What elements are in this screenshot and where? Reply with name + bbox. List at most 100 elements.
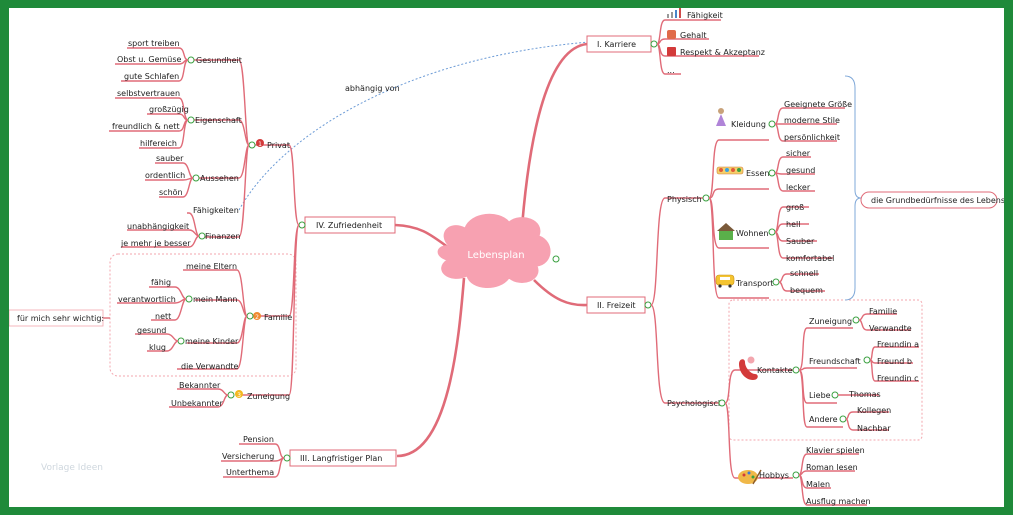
zuneigung-privat-item-0: Bekannter [179, 381, 221, 390]
andere-label: Andere [809, 415, 838, 424]
freizeit-collapse-dot[interactable] [644, 301, 652, 309]
gesundheit-item-1: Obst u. Gemüse [117, 55, 182, 64]
kinder-item-0: gesund [137, 326, 166, 335]
zufriedenheit-collapse-dot[interactable] [298, 221, 306, 229]
kinder-edge-1 [147, 340, 179, 352]
zuneigung-kontakte-item-0: Familie [869, 307, 897, 316]
psychologisch-collapse-dot[interactable] [718, 399, 726, 407]
aussehen-item-2: schön [159, 188, 183, 197]
wohnen-collapse-dot[interactable] [768, 228, 776, 236]
branch-freizeit [533, 279, 588, 307]
physisch-collapse-dot[interactable] [702, 194, 710, 202]
hobbys-edge-3 [798, 474, 867, 506]
mann-collapse-dot[interactable] [185, 295, 193, 303]
plan-collapse-dot[interactable] [283, 454, 291, 462]
bar-chart-icon [667, 8, 681, 18]
eigenschaft-item-3: hilfereich [140, 139, 177, 148]
kontakte-edge-andere [798, 369, 843, 428]
eigenschaft-label: Eigenschaft [195, 116, 242, 125]
finanzen-collapse-dot[interactable] [198, 232, 206, 240]
essen-collapse-dot[interactable] [768, 169, 776, 177]
freundschaft-label: Freundschaft [809, 357, 861, 366]
gesundheit-collapse-dot[interactable] [187, 56, 195, 64]
aussehen-item-1: ordentlich [145, 171, 185, 180]
privat-collapse-dot[interactable] [248, 141, 256, 149]
mann-item-1: verantwortlich [118, 295, 176, 304]
zuneigung-privat-item-1: Unbekannter [171, 399, 224, 408]
eigenschaft-item-0: selbstvertrauen [117, 89, 180, 98]
psycho-edge-hobbys [724, 402, 793, 479]
karriere-item-more: ... [667, 66, 675, 75]
hobbys-item-0: Klavier spielen [806, 446, 865, 455]
central-topic-label: Lebensplan [467, 250, 524, 261]
wohnen-item-3: komfortabel [786, 254, 834, 263]
andere-collapse-dot[interactable] [839, 415, 847, 423]
car-icon [715, 274, 735, 288]
familie-edge-verwandte [177, 315, 248, 370]
kontakte-label: Kontakte [757, 366, 793, 375]
karriere-item-gehalt: Gehalt [680, 31, 706, 40]
wohnen-label: Wohnen [736, 229, 768, 238]
central-collapse-dot[interactable] [552, 255, 560, 263]
physisch-edge-kleidung [708, 139, 769, 199]
familie-note[interactable] [9, 309, 104, 327]
mindmap-canvas: abhängig von Lebensplan I. Karriere Fähi… [9, 8, 1004, 507]
hobbys-item-2: Malen [806, 480, 830, 489]
kontakte-edge-freundschaft [798, 367, 857, 371]
kinder-edge-0 [135, 333, 179, 342]
kleidung-item-2: persönlichkeit [784, 133, 840, 142]
house-icon [717, 223, 735, 240]
plan-item-0: Pension [243, 435, 274, 444]
priority-badge-1-label: 1 [258, 141, 262, 148]
zufriedenheit-edge-familie [255, 224, 300, 317]
kinder-collapse-dot[interactable] [177, 337, 185, 345]
familie-collapse-dot[interactable] [246, 312, 254, 320]
karriere-item-respekt: Respekt & Akzeptanz [680, 48, 765, 57]
priority-badge-1 [256, 139, 264, 147]
kontakte-group-frame [728, 299, 923, 441]
kleidung-collapse-dot[interactable] [768, 120, 776, 128]
finanzen-item-1: unabhängigkeit [127, 222, 189, 231]
freundschaft-collapse-dot[interactable] [863, 356, 871, 364]
grundbeduerfnisse-note[interactable] [860, 191, 998, 209]
privat-edge-gesundheit [191, 59, 250, 146]
plan-edge-2 [223, 457, 285, 478]
zufriedenheit-edge-zuneigung [241, 224, 300, 396]
liebe-label: Liebe [809, 391, 831, 400]
eigenschaft-collapse-dot[interactable] [187, 116, 195, 124]
relation-label: abhängig von [345, 84, 400, 93]
eigenschaft-edge-3 [139, 119, 189, 149]
zuneigung-kontakte-collapse-dot[interactable] [852, 316, 860, 324]
freundschaft-item-2: Freundin c [877, 374, 919, 383]
liebe-collapse-dot[interactable] [831, 391, 839, 399]
kinder-label: meine Kinder [185, 337, 239, 346]
wohnen-edge-3 [774, 231, 833, 259]
kleidung-edge-2 [774, 123, 837, 142]
psychologisch-label: Psychologisch [667, 399, 723, 408]
kontakte-collapse-dot[interactable] [792, 366, 800, 374]
plan-edge-0 [239, 443, 285, 459]
central-topic[interactable]: Lebensplan [437, 213, 551, 288]
mann-item-0: fähig [151, 278, 171, 287]
zuneigung-privat-edge-1 [169, 394, 229, 408]
zuneigung-kontakte-edge-1 [858, 319, 911, 331]
transport-edge-1 [778, 281, 825, 292]
freizeit-edge-physisch [650, 197, 703, 306]
finanzen-label: Finanzen [205, 232, 240, 241]
physisch-edge-essen [708, 188, 769, 199]
branch-plan [396, 277, 466, 458]
aussehen-collapse-dot[interactable] [192, 174, 200, 182]
zuneigung-privat-collapse-dot[interactable] [227, 391, 235, 399]
freizeit-label: II. Freizeit [597, 301, 636, 310]
karriere-collapse-dot[interactable] [650, 40, 658, 48]
gesundheit-item-2: gute Schlafen [124, 72, 179, 81]
hobbys-item-1: Roman lesen [806, 463, 858, 472]
familie-note-label: für mich sehr wichtig: [17, 314, 104, 323]
transport-collapse-dot[interactable] [772, 278, 780, 286]
food-icon [716, 166, 744, 175]
privat-edge-eigenschaft [191, 119, 250, 146]
hobbys-collapse-dot[interactable] [792, 471, 800, 479]
transport-label: Transport [735, 279, 774, 288]
flag-icon [667, 47, 676, 56]
kinder-item-1: klug [149, 343, 166, 352]
